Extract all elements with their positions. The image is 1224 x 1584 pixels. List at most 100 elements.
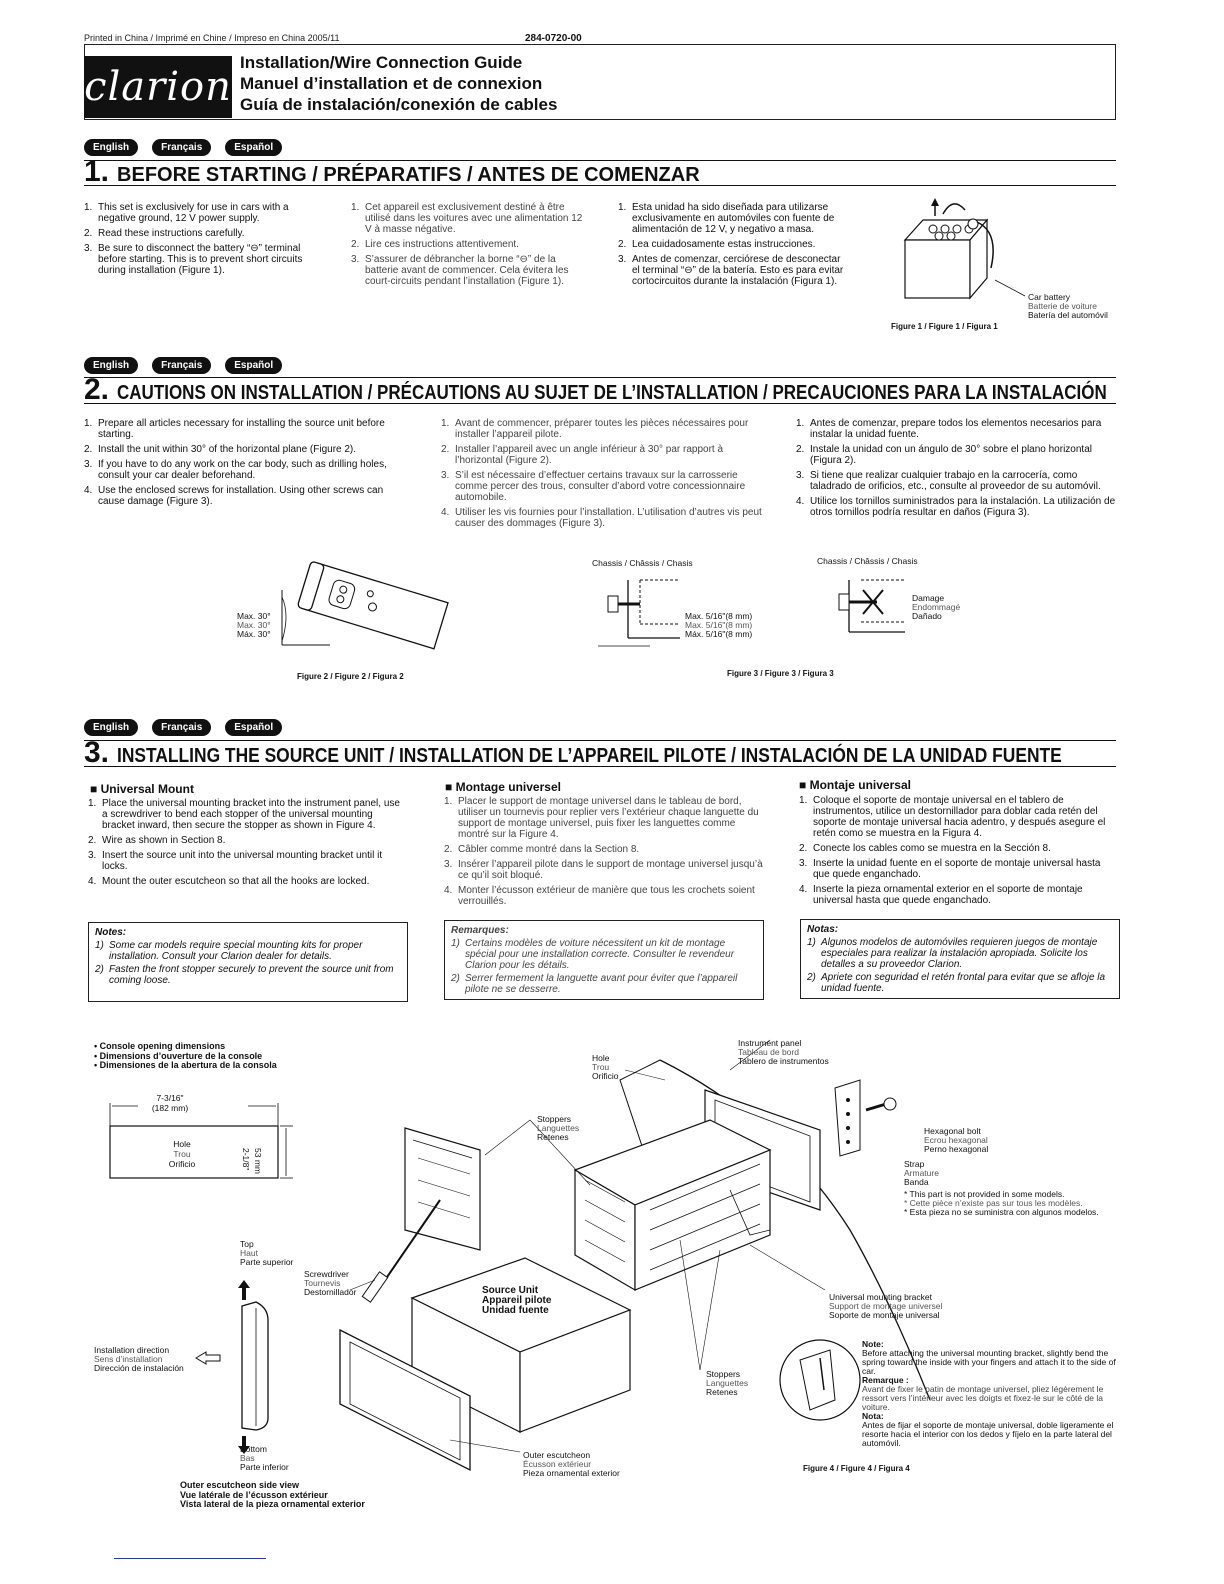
bottom-label-fr: Bas: [240, 1453, 255, 1463]
strap-en: Strap: [904, 1159, 925, 1169]
list-item: 3.Antes de comenzar, cerciórese de desco…: [618, 254, 844, 287]
stoppers-top-fr: Languettes: [537, 1123, 580, 1133]
screw-damage-illustration: [838, 579, 905, 633]
list-item: 2.Install the unit within 30° of the hor…: [84, 444, 357, 455]
universal-mount-en-heading: ■ Universal Mount: [90, 782, 194, 796]
list-item: 3.Inserte la unidad fuente en el soporte…: [799, 858, 1101, 880]
battery-label-en: Car battery: [1028, 292, 1071, 302]
outer-esc-en: Outer escutcheon: [523, 1450, 591, 1460]
not-provided-en: * This part is not provided in some mode…: [904, 1189, 1065, 1199]
screwdriver-fr: Tournevis: [304, 1278, 341, 1288]
list-item: 1.Esta unidad ha sido diseñada para util…: [618, 202, 835, 235]
arrow-left-icon: [195, 1351, 221, 1365]
screwdriver-en: Screwdriver: [304, 1269, 349, 1279]
install-dir-fr: Sens d’installation: [94, 1354, 163, 1364]
not-provided-es: * Esta pieza no se suministra con alguno…: [904, 1207, 1099, 1217]
stoppers-top-en: Stoppers: [537, 1114, 572, 1124]
strap-es: Banda: [904, 1177, 929, 1187]
hex-bolt-es: Perno hexagonal: [924, 1144, 989, 1154]
fig3-max-fr: Max. 5/16"(8 mm): [685, 620, 753, 630]
instrument-panel-es: Tablero de instrumentos: [738, 1056, 829, 1066]
list-item: 2.Instale la unidad con un ángulo de 30°…: [796, 444, 1092, 466]
list-item: 2.Lea cuidadosamente estas instrucciones…: [618, 239, 816, 250]
pill-francais: Français: [152, 719, 212, 736]
section1-title: BEFORE STARTING / PRÉPARATIFS / ANTES DE…: [117, 164, 700, 186]
bottom-label-es: Parte inferior: [240, 1462, 289, 1472]
clarion-logo: clarion: [84, 56, 232, 118]
section3-topline: [84, 740, 1116, 741]
bottom-label-en: Bottom: [240, 1444, 267, 1454]
fig3-damage-en: Damage: [912, 593, 945, 603]
notes-es: Notas: 1)Algunos modelos de automóviles …: [800, 919, 1120, 999]
instrument-panel-en: Instrument panel: [738, 1038, 802, 1048]
width-inch: 7-3/16": [156, 1093, 184, 1103]
language-pills-3: English Français Español: [84, 719, 283, 736]
print-info: Printed in China / Imprimé en Chine / Im…: [84, 33, 340, 43]
hole-top-fr: Trou: [592, 1062, 610, 1072]
stoppers-bottom-en: Stoppers: [706, 1369, 741, 1379]
hex-bolt-en: Hexagonal bolt: [924, 1126, 981, 1136]
section1-topline: [84, 160, 1116, 161]
list-item: 2.Lire ces instructions attentivement.: [351, 239, 519, 250]
notes-en: Notes: 1)Some car models require special…: [88, 922, 408, 1002]
pill-espanol: Español: [225, 357, 283, 374]
list-item: 4.Mount the outer escutcheon so that all…: [88, 876, 370, 887]
fig3-chassis-label-left: Chassis / Châssis / Chasis: [592, 558, 693, 568]
fig3-max-en: Max. 5/16"(8 mm): [685, 611, 753, 621]
install-dir-en: Installation direction: [94, 1345, 170, 1355]
width-mm: (182 mm): [151, 1103, 189, 1113]
ubracket-es: Soporte de montaje universal: [829, 1310, 940, 1320]
installation-exploded-diagram: [339, 1039, 931, 1472]
fig3-damage-fr: Endommagé: [912, 602, 961, 612]
header-box: [84, 44, 1116, 120]
height-inch: 2-1/8": [241, 1148, 251, 1171]
outer-esc-fr: Écusson extérieur: [523, 1459, 592, 1469]
list-item: 1.Place the universal mounting bracket i…: [88, 798, 400, 831]
list-item: 1.Coloque el soporte de montaje universa…: [799, 795, 1106, 839]
list-item: 4.Monter l’écusson extérieur de manière …: [444, 885, 755, 907]
list-item: 4.Utilice los tornillos suministrados pa…: [796, 496, 1116, 518]
fig2-angle-fr: Max. 30°: [237, 620, 271, 630]
fig3-damage-es: Dañado: [912, 611, 942, 621]
install-dir-es: Dirección de instalación: [94, 1363, 184, 1373]
s2-list-en: 1.Prepare all articles necessary for ins…: [84, 418, 406, 511]
language-pills-2: English Français Español: [84, 357, 283, 374]
fig3-max-es: Máx. 5/16"(8 mm): [685, 629, 753, 639]
source-unit-label: Source Unit Appareil pilote Unidad fuent…: [482, 1285, 552, 1316]
s2-list-fr: 1.Avant de commencer, préparer toutes le…: [441, 418, 763, 533]
list-item: 3.S’assurer de débrancher la borne “⊖” d…: [351, 254, 569, 287]
section2-number: 2.: [84, 373, 110, 406]
s1-list-fr: 1.Cet appareil est exclusivement destiné…: [351, 202, 583, 291]
pill-francais: Français: [152, 139, 212, 156]
list-item: 1.Cet appareil est exclusivement destiné…: [351, 202, 583, 235]
outer-esc-es: Pieza ornamental exterior: [523, 1468, 620, 1478]
notes-fr: Remarques: 1)Certains modèles de voiture…: [444, 920, 764, 1000]
height-mm: 53 mm: [253, 1148, 263, 1174]
section1-heading: 1.BEFORE STARTING / PRÉPARATIFS / ANTES …: [84, 157, 1116, 187]
list-item: 3.Insert the source unit into the univer…: [88, 850, 383, 872]
list-item: 2.Installer l’appareil avec un angle inf…: [441, 444, 724, 466]
console-dims-heading: • Console opening dimensions • Dimension…: [94, 1041, 277, 1070]
top-label-fr: Haut: [240, 1248, 258, 1258]
footer-rule: [114, 1558, 266, 1559]
console-opening-diagram: [109, 1103, 293, 1179]
stoppers-bottom-fr: Languettes: [706, 1378, 749, 1388]
list-item: 1.Avant de commencer, préparer toutes le…: [441, 418, 749, 440]
s1-list-es: 1.Esta unidad ha sido diseñada para util…: [618, 202, 850, 291]
top-label-en: Top: [240, 1239, 254, 1249]
list-item: 4.Use the enclosed screws for installati…: [84, 485, 384, 507]
list-item: 1.Antes de comenzar, prepare todos los e…: [796, 418, 1102, 440]
pill-espanol: Español: [225, 719, 283, 736]
pill-english: English: [84, 357, 139, 374]
hole-label-fr: Trou: [173, 1149, 191, 1159]
title-es: Guía de instalación/conexión de cables: [240, 95, 558, 114]
title-fr: Manuel d’installation et de connexion: [240, 74, 543, 93]
figure1-caption: Figure 1 / Figure 1 / Figura 1: [891, 322, 998, 331]
fig2-angle-es: Máx. 30°: [237, 629, 271, 639]
section2-title: CAUTIONS ON INSTALLATION / PRÉCAUTIONS A…: [117, 382, 1107, 404]
ubracket-fr: Support de montage universel: [829, 1301, 943, 1311]
battery-illustration: [903, 198, 1026, 300]
list-item: 4.Utiliser les vis fournies pour l’insta…: [441, 507, 762, 529]
section3-title: INSTALLING THE SOURCE UNIT / INSTALLATIO…: [117, 745, 1062, 767]
figure4-caption: Figure 4 / Figure 4 / Figura 4: [803, 1464, 910, 1473]
